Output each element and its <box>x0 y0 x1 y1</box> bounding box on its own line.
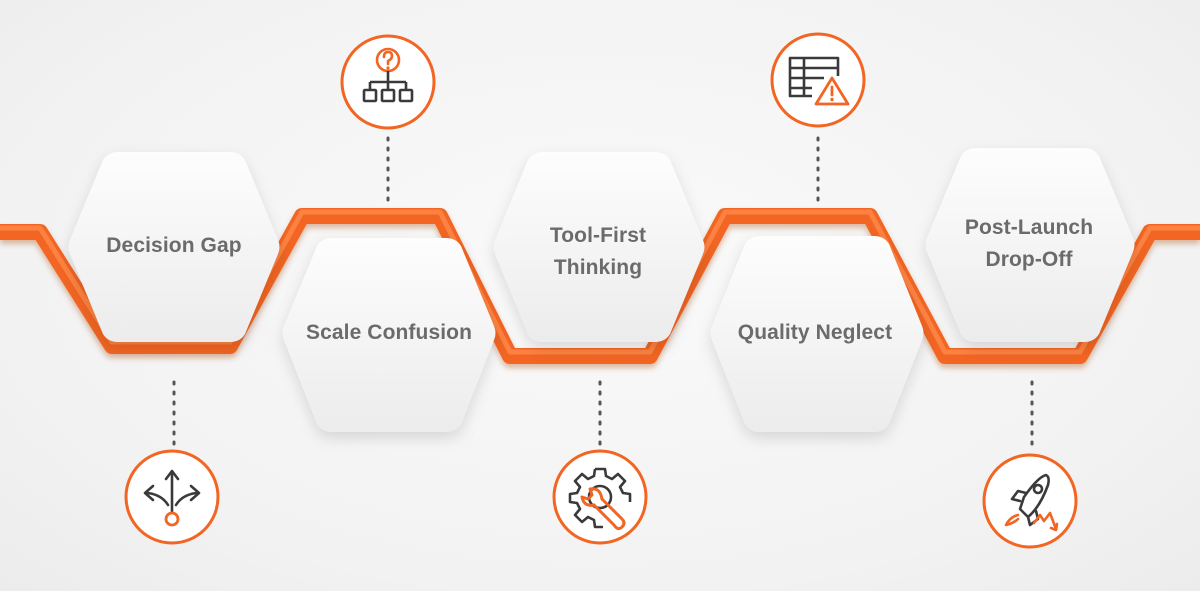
question-hierarchy-icon <box>340 34 436 130</box>
hexagon-post-launch-drop-off <box>925 148 1135 342</box>
table-warning-icon <box>770 32 866 128</box>
label-line: Thinking <box>553 256 643 279</box>
label-post-launch-drop-off: Post-Launch Drop-Off <box>934 212 1124 276</box>
hexagon-decision-gap <box>68 152 280 342</box>
label-line: Scale Confusion <box>305 321 473 344</box>
hexagon-scale-confusion <box>282 238 496 432</box>
label-line: Post-Launch <box>964 216 1094 239</box>
label-line: Quality Neglect <box>737 321 893 344</box>
gear-wrench-icon <box>552 449 648 545</box>
hexagon-tool-first-thinking <box>493 152 705 342</box>
rocket-decline-icon <box>982 453 1078 549</box>
label-tool-first-thinking: Tool-First Thinking <box>503 220 693 284</box>
dotted-connectors <box>172 136 1034 447</box>
label-line: Tool-First <box>549 224 647 247</box>
label-quality-neglect: Quality Neglect <box>720 317 910 349</box>
label-decision-gap: Decision Gap <box>79 230 269 262</box>
label-line: Decision Gap <box>106 234 242 257</box>
label-line: Drop-Off <box>985 248 1073 271</box>
icon-circles <box>124 32 1078 549</box>
hexagon-quality-neglect <box>710 236 924 432</box>
label-scale-confusion: Scale Confusion <box>294 317 484 349</box>
decision-arrows-icon <box>124 449 220 545</box>
